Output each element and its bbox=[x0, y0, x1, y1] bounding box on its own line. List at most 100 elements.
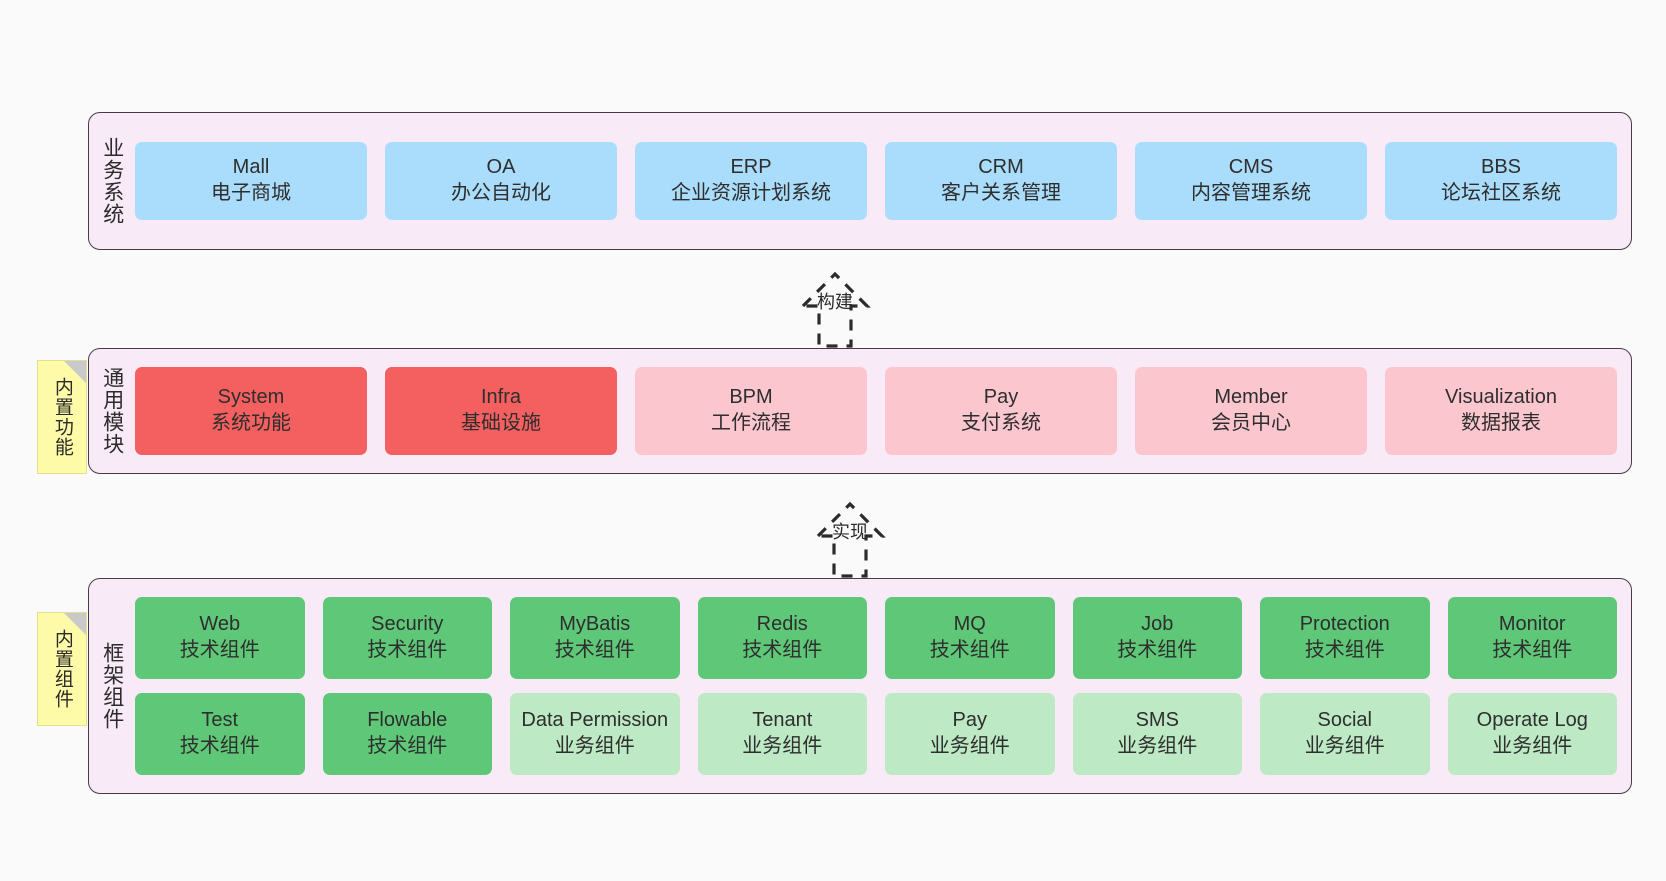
node-title-en: BPM bbox=[729, 386, 773, 409]
node-title-cn: 工作流程 bbox=[711, 412, 791, 434]
note-builtin-function-label: 内置功能 bbox=[51, 377, 73, 457]
note-builtin-component: 内置组件 bbox=[37, 612, 87, 726]
node-title-cn: 业务组件 bbox=[1492, 735, 1573, 757]
node-title-cn: 技术组件 bbox=[742, 639, 823, 661]
node-job[interactable]: Job 技术组件 bbox=[1072, 597, 1242, 679]
node-title-en: Monitor bbox=[1498, 613, 1566, 636]
note-builtin-function: 内置功能 bbox=[37, 360, 87, 474]
node-mall[interactable]: Mall 电子商城 bbox=[135, 142, 367, 220]
node-visualization[interactable]: Visualization 数据报表 bbox=[1385, 367, 1617, 455]
arrow-implement-icon bbox=[814, 501, 886, 578]
node-title-en: Infra bbox=[480, 386, 522, 409]
node-erp[interactable]: ERP 企业资源计划系统 bbox=[635, 142, 867, 220]
node-title-cn: 办公自动化 bbox=[451, 182, 551, 204]
node-title-cn: 业务组件 bbox=[554, 735, 635, 757]
node-title-en: Pay bbox=[952, 709, 987, 732]
node-row: Web 技术组件 Security 技术组件 MyBatis 技术组件 Redi… bbox=[135, 597, 1617, 679]
arrow-implement-label: 实现 bbox=[832, 522, 868, 542]
arrow-implement: 实现 bbox=[770, 488, 930, 580]
node-title-en: SMS bbox=[1135, 709, 1179, 732]
node-title-cn: 数据报表 bbox=[1461, 412, 1541, 434]
node-title-cn: 技术组件 bbox=[1492, 639, 1573, 661]
node-tenant[interactable]: Tenant 业务组件 bbox=[697, 693, 867, 775]
node-title-cn: 业务组件 bbox=[929, 735, 1010, 757]
layer-framework-component-body: Web 技术组件 Security 技术组件 MyBatis 技术组件 Redi… bbox=[135, 579, 1631, 793]
node-row: Test 技术组件 Flowable 技术组件 Data Permission … bbox=[135, 693, 1617, 775]
node-redis[interactable]: Redis 技术组件 bbox=[697, 597, 867, 679]
note-builtin-component-label: 内置组件 bbox=[51, 629, 73, 709]
node-title-en: MQ bbox=[953, 613, 986, 636]
node-social[interactable]: Social 业务组件 bbox=[1260, 693, 1430, 775]
node-title-cn: 支付系统 bbox=[961, 412, 1041, 434]
layer-common-module: 通用模块 System 系统功能 Infra 基础设施 BPM 工作流程 Pay… bbox=[88, 348, 1632, 474]
node-title-cn: 技术组件 bbox=[179, 639, 260, 661]
arrow-build-label: 构建 bbox=[817, 292, 853, 312]
node-title-cn: 业务组件 bbox=[742, 735, 823, 757]
layer-framework-component: 框架组件 Web 技术组件 Security 技术组件 MyBatis 技术组件… bbox=[88, 578, 1632, 794]
node-title-cn: 技术组件 bbox=[929, 639, 1010, 661]
layer-business-system-body: Mall 电子商城 OA 办公自动化 ERP 企业资源计划系统 CRM 客户关系… bbox=[135, 113, 1631, 249]
node-title-en: Operate Log bbox=[1476, 709, 1588, 732]
node-title-en: Tenant bbox=[752, 709, 813, 732]
node-title-en: Protection bbox=[1299, 613, 1390, 636]
node-monitor[interactable]: Monitor 技术组件 bbox=[1447, 597, 1617, 679]
node-sms[interactable]: SMS 业务组件 bbox=[1072, 693, 1242, 775]
node-title-en: CRM bbox=[978, 156, 1024, 179]
layer-common-module-title: 通用模块 bbox=[100, 367, 124, 455]
node-test[interactable]: Test 技术组件 bbox=[135, 693, 305, 775]
node-title-en: Member bbox=[1214, 386, 1288, 409]
node-protection[interactable]: Protection 技术组件 bbox=[1260, 597, 1430, 679]
node-web[interactable]: Web 技术组件 bbox=[135, 597, 305, 679]
node-oa[interactable]: OA 办公自动化 bbox=[385, 142, 617, 220]
node-title-cn: 基础设施 bbox=[461, 412, 541, 434]
node-flowable[interactable]: Flowable 技术组件 bbox=[322, 693, 492, 775]
node-crm[interactable]: CRM 客户关系管理 bbox=[885, 142, 1117, 220]
node-title-en: ERP bbox=[730, 156, 772, 179]
node-cms[interactable]: CMS 内容管理系统 bbox=[1135, 142, 1367, 220]
node-title-en: Security bbox=[371, 613, 444, 636]
node-member[interactable]: Member 会员中心 bbox=[1135, 367, 1367, 455]
layer-common-module-body: System 系统功能 Infra 基础设施 BPM 工作流程 Pay 支付系统… bbox=[135, 349, 1631, 473]
node-title-cn: 技术组件 bbox=[1304, 639, 1385, 661]
note-fold-corner-icon bbox=[64, 361, 86, 383]
node-pay-business[interactable]: Pay 业务组件 bbox=[885, 693, 1055, 775]
node-title-cn: 技术组件 bbox=[1117, 639, 1198, 661]
node-title-cn: 业务组件 bbox=[1117, 735, 1198, 757]
node-title-en: Test bbox=[201, 709, 239, 732]
node-mybatis[interactable]: MyBatis 技术组件 bbox=[510, 597, 680, 679]
node-bpm[interactable]: BPM 工作流程 bbox=[635, 367, 867, 455]
node-title-cn: 企业资源计划系统 bbox=[671, 182, 831, 204]
node-title-en: Redis bbox=[756, 613, 808, 636]
node-title-en: Visualization bbox=[1445, 386, 1557, 409]
node-title-cn: 技术组件 bbox=[554, 639, 635, 661]
arrow-build: 构建 bbox=[755, 258, 915, 350]
node-title-en: MyBatis bbox=[559, 613, 631, 636]
note-fold-corner-icon bbox=[64, 613, 86, 635]
node-title-en: OA bbox=[486, 156, 516, 179]
node-title-cn: 论坛社区系统 bbox=[1441, 182, 1561, 204]
node-title-en: CMS bbox=[1228, 156, 1274, 179]
node-operate-log[interactable]: Operate Log 业务组件 bbox=[1447, 693, 1617, 775]
node-title-cn: 技术组件 bbox=[367, 639, 448, 661]
node-bbs[interactable]: BBS 论坛社区系统 bbox=[1385, 142, 1617, 220]
node-title-cn: 电子商城 bbox=[211, 182, 291, 204]
node-title-cn: 客户关系管理 bbox=[941, 182, 1061, 204]
node-title-cn: 技术组件 bbox=[179, 735, 260, 757]
node-title-cn: 业务组件 bbox=[1304, 735, 1385, 757]
node-mq[interactable]: MQ 技术组件 bbox=[885, 597, 1055, 679]
node-security[interactable]: Security 技术组件 bbox=[322, 597, 492, 679]
node-title-cn: 会员中心 bbox=[1211, 412, 1291, 434]
layer-business-system: 业务系统 Mall 电子商城 OA 办公自动化 ERP 企业资源计划系统 CRM… bbox=[88, 112, 1632, 250]
node-data-permission[interactable]: Data Permission 业务组件 bbox=[510, 693, 680, 775]
node-title-en: Flowable bbox=[367, 709, 448, 732]
node-title-en: Mall bbox=[232, 156, 270, 179]
node-title-en: System bbox=[217, 386, 285, 409]
node-title-cn: 技术组件 bbox=[367, 735, 448, 757]
node-title-en: Job bbox=[1141, 613, 1174, 636]
node-infra[interactable]: Infra 基础设施 bbox=[385, 367, 617, 455]
node-title-en: Social bbox=[1317, 709, 1372, 732]
layer-business-system-title: 业务系统 bbox=[100, 137, 124, 225]
node-system[interactable]: System 系统功能 bbox=[135, 367, 367, 455]
node-pay[interactable]: Pay 支付系统 bbox=[885, 367, 1117, 455]
